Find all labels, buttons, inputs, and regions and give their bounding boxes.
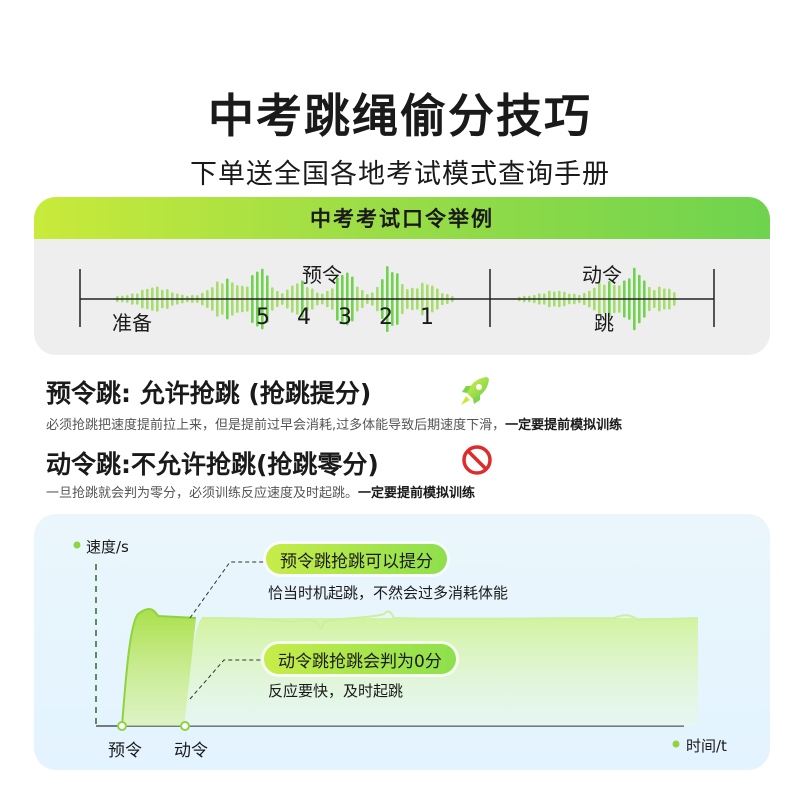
ready-label: 准备	[112, 311, 152, 335]
countdown-label: 5 4 3 2 1	[256, 305, 444, 330]
rocket-icon	[461, 377, 489, 405]
tick-action-command: 动令	[174, 741, 208, 761]
sound-wave-graphic	[79, 265, 715, 333]
action-command-dot	[180, 721, 190, 731]
command-example-card: 中考考试口令举例 准备 5 4 3 2 1 预令 动令 跳	[34, 197, 770, 355]
rule-action-title: 动令跳:不允许抢跳(抢跳零分)	[46, 450, 379, 479]
tick-pre-command: 预令	[108, 741, 142, 761]
rule-pre-description: 必须抢跳把速度提前拉上来，但是提前过早会消耗,过多体能导致后期速度下滑，一定要提…	[46, 418, 623, 433]
y-axis-label: 速度/s	[86, 538, 129, 556]
x-axis-dot	[672, 740, 680, 748]
speed-time-chart: 速度/s 时间/t 预令跳抢跳可以提分 恰当时机起跳，不然会过多消耗体能 动令跳…	[34, 514, 770, 770]
prohibited-icon	[462, 445, 492, 475]
pre-jump-note: 恰当时机起跳，不然会过多消耗体能	[268, 584, 509, 602]
pre-command-label: 预令	[302, 263, 342, 287]
action-jump-note: 反应要快，及时起跳	[268, 682, 404, 700]
action-jump-pill: 动令跳抢跳会判为0分	[264, 644, 456, 674]
pre-command-dot	[117, 721, 127, 731]
command-example-heading: 中考考试口令举例	[34, 197, 770, 239]
action-command-label: 动令	[582, 263, 622, 287]
page-title: 中考跳绳偷分技巧	[208, 89, 592, 143]
rule-pre-title: 预令跳: 允许抢跳 (抢跳提分)	[46, 379, 372, 408]
jump-label: 跳	[594, 311, 614, 335]
pre-jump-pill: 预令跳抢跳可以提分	[266, 544, 447, 574]
y-axis-dot	[73, 541, 81, 549]
page-subtitle: 下单送全国各地考试模式查询手册	[190, 159, 610, 190]
rule-action-description: 一旦抢跳就会判为零分，必须训练反应速度及时起跳。一定要提前模拟训练	[46, 486, 476, 501]
x-axis-label: 时间/t	[686, 737, 727, 755]
